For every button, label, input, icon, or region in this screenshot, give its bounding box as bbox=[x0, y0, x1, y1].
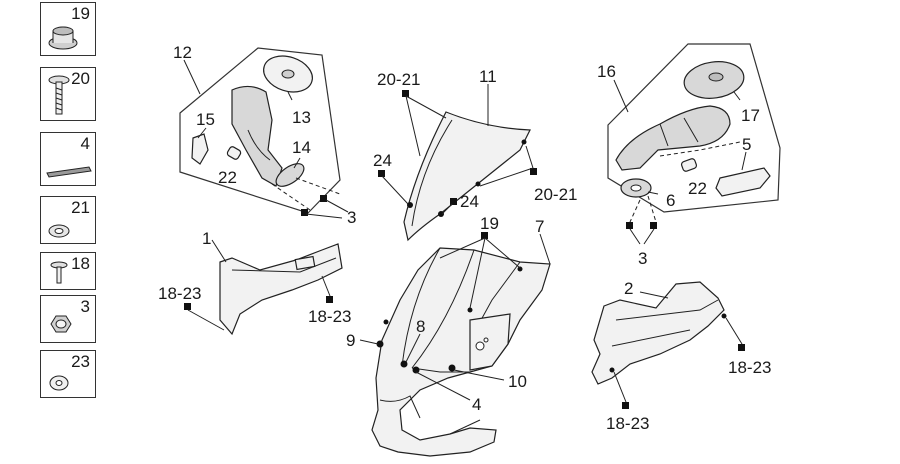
label-6: 6 bbox=[666, 191, 675, 210]
label-10: 10 bbox=[508, 372, 527, 391]
legend-item-23: 23 bbox=[40, 350, 96, 398]
label-4: 4 bbox=[472, 395, 481, 414]
mirror-housing bbox=[231, 85, 283, 187]
label-7: 7 bbox=[535, 217, 544, 236]
marker-square bbox=[378, 170, 385, 177]
legend-item-4: 4 bbox=[40, 132, 96, 186]
screw-icon bbox=[48, 75, 70, 115]
label-14: 14 bbox=[292, 138, 311, 157]
label-12: 12 bbox=[173, 43, 192, 62]
mirror-housing bbox=[615, 105, 731, 171]
label-5: 5 bbox=[742, 135, 751, 154]
legend-number: 3 bbox=[80, 297, 90, 316]
marker-square bbox=[402, 90, 409, 97]
mirror-cap bbox=[191, 133, 209, 165]
marker-square bbox=[622, 402, 629, 409]
marker-square bbox=[320, 195, 327, 202]
label-16: 16 bbox=[597, 62, 616, 81]
group-outline bbox=[607, 43, 781, 213]
fairing-upper bbox=[371, 247, 551, 457]
label-2: 2 bbox=[624, 279, 633, 298]
grommet-icon bbox=[48, 26, 78, 50]
spacer bbox=[680, 158, 698, 172]
legend-number: 19 bbox=[71, 4, 90, 23]
right-mirror-assembly bbox=[607, 43, 781, 245]
marker-square bbox=[301, 209, 308, 216]
marker-square bbox=[626, 222, 633, 229]
label-22-left: 22 bbox=[218, 168, 237, 187]
label-20-21-right: 20-21 bbox=[534, 185, 577, 204]
label-8: 8 bbox=[416, 317, 425, 336]
legend-item-3: 3 bbox=[40, 295, 96, 343]
right-side-panel bbox=[591, 281, 745, 409]
label-18-23-mid: 18-23 bbox=[308, 307, 351, 326]
marker-square bbox=[650, 222, 657, 229]
label-18-23-bottom: 18-23 bbox=[606, 414, 649, 433]
label-11: 11 bbox=[479, 67, 497, 86]
gasket bbox=[275, 163, 305, 187]
label-22-right: 22 bbox=[688, 179, 707, 198]
label-15: 15 bbox=[196, 110, 215, 129]
marker-square bbox=[738, 344, 745, 351]
label-24-left: 24 bbox=[373, 151, 392, 170]
marker-square bbox=[481, 232, 488, 239]
side-panel bbox=[591, 281, 725, 385]
label-1: 1 bbox=[202, 229, 211, 248]
legend-number: 18 bbox=[71, 254, 90, 273]
label-18-23-left: 18-23 bbox=[158, 284, 201, 303]
label-19: 19 bbox=[480, 214, 499, 233]
marker-square bbox=[530, 168, 537, 175]
legend-item-18: 18 bbox=[40, 252, 96, 290]
turn-signal bbox=[715, 167, 771, 197]
group-outline bbox=[179, 47, 341, 214]
legend-item-19: 19 bbox=[40, 2, 96, 56]
marker-square bbox=[450, 198, 457, 205]
legend-number: 23 bbox=[71, 352, 90, 371]
label-9: 9 bbox=[346, 331, 355, 350]
windscreen bbox=[403, 111, 531, 242]
windscreen-assembly bbox=[378, 84, 537, 242]
label-18-23-right: 18-23 bbox=[728, 358, 771, 377]
label-13: 13 bbox=[292, 108, 311, 127]
marker-square bbox=[326, 296, 333, 303]
front-fairing bbox=[359, 232, 551, 457]
nut-icon bbox=[50, 315, 72, 333]
label-20-21-top: 20-21 bbox=[377, 70, 420, 89]
marker-square bbox=[184, 303, 191, 310]
washer-icon bbox=[48, 224, 70, 238]
flat-washer-icon bbox=[49, 375, 69, 391]
label-3-right: 3 bbox=[638, 249, 647, 268]
legend-item-20: 20 bbox=[40, 67, 96, 121]
left-side-panel bbox=[184, 239, 343, 336]
fairing-inner-panel bbox=[469, 313, 511, 371]
legend-number: 21 bbox=[71, 198, 90, 217]
label-24-right: 24 bbox=[460, 192, 479, 211]
left-mirror-assembly bbox=[179, 47, 349, 219]
spacer bbox=[226, 146, 242, 160]
label-3-left: 3 bbox=[347, 208, 356, 227]
legend-item-21: 21 bbox=[40, 196, 96, 244]
label-17: 17 bbox=[741, 106, 760, 125]
legend-number: 20 bbox=[71, 69, 90, 88]
pin-icon bbox=[50, 261, 68, 284]
foam-strip-icon bbox=[46, 166, 92, 178]
legend-number: 4 bbox=[80, 134, 90, 153]
